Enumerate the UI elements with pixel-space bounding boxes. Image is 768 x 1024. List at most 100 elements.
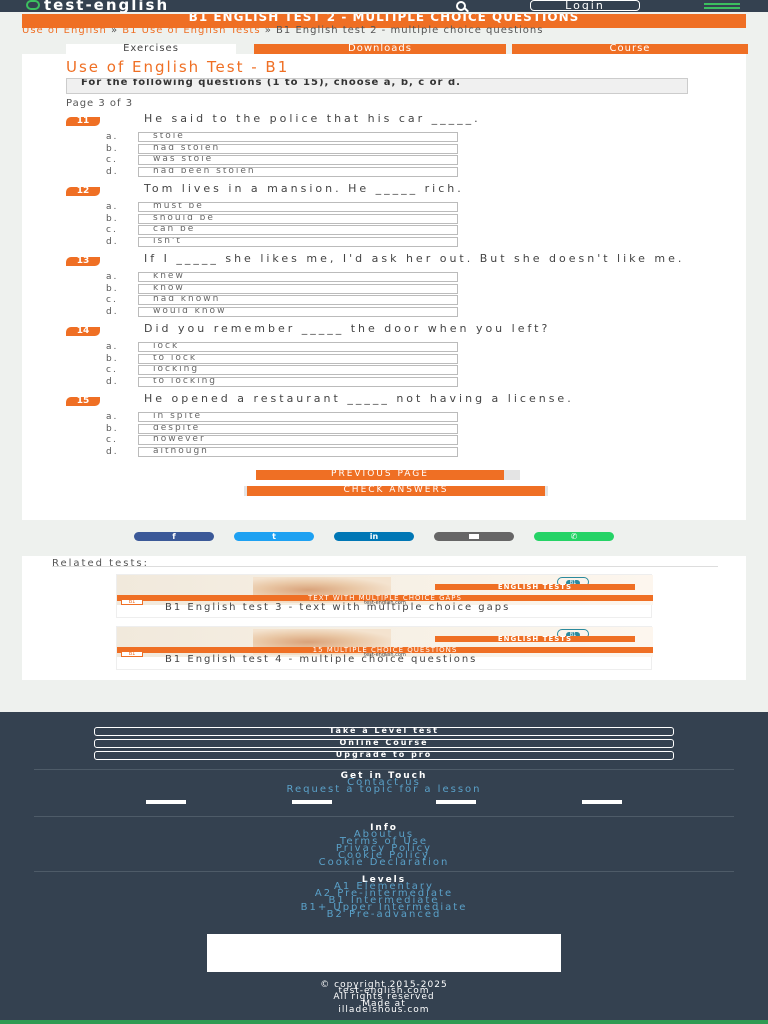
question-text: If I _____ she likes me, I'd ask her out…: [144, 252, 685, 265]
footer-link-terms[interactable]: Terms of Use: [339, 836, 429, 847]
answer-option[interactable]: a. knew: [66, 272, 466, 283]
page-banner: B1 ENGLISH TEST 2 - MULTIPLE CHOICE QUES…: [22, 14, 746, 28]
page-indicator: Page 3 of 3: [66, 98, 134, 109]
option-choice-box[interactable]: had been stolen: [138, 166, 458, 177]
footer-link-a1[interactable]: A1 Elementary: [334, 881, 434, 892]
level-test-button[interactable]: Take a Level test: [94, 727, 674, 736]
answer-option[interactable]: a. stole: [66, 132, 466, 143]
footer-link-b2[interactable]: B2 Pre-advanced: [326, 909, 442, 920]
share-twitter-button[interactable]: t: [234, 532, 314, 541]
answer-option[interactable]: c.can be: [66, 225, 466, 236]
footer-link-contact[interactable]: Contact us: [347, 777, 421, 788]
social-twitter-icon[interactable]: [292, 800, 332, 804]
option-choice-box[interactable]: although: [138, 446, 458, 457]
facebook-icon: f: [172, 532, 176, 541]
answer-option[interactable]: a. in spite: [66, 412, 466, 423]
question-header: Tom lives in a mansion. He _____ rich.12: [66, 183, 726, 200]
share-linkedin-button[interactable]: in: [334, 532, 414, 541]
answer-option[interactable]: c.however: [66, 435, 466, 446]
option-choice-box[interactable]: can be: [138, 225, 458, 235]
related-test-title[interactable]: B1 English test 4 - multiple choice ques…: [165, 654, 478, 665]
share-email-button[interactable]: [434, 532, 514, 541]
answer-option[interactable]: c.had known: [66, 295, 466, 306]
answer-option[interactable]: b.despite: [66, 423, 466, 435]
option-choice-box[interactable]: despite: [138, 423, 458, 434]
option-choice-box[interactable]: had stolen: [138, 143, 458, 154]
breadcrumb-link-use-of-english[interactable]: Use of English: [22, 25, 107, 36]
option-letter: a.: [106, 412, 119, 422]
option-choice-box[interactable]: to locking: [138, 376, 458, 387]
search-icon[interactable]: [456, 1, 466, 11]
share-facebook-button[interactable]: f: [134, 532, 214, 541]
option-letter: a.: [106, 132, 119, 142]
tab-course[interactable]: Course: [512, 44, 748, 54]
option-choice-box[interactable]: to lock: [138, 353, 458, 364]
answer-option[interactable]: b.know: [66, 283, 466, 295]
answer-option[interactable]: a.must be: [66, 202, 466, 213]
breadcrumb-separator: »: [106, 25, 123, 36]
answer-option[interactable]: d.had been stolen: [66, 166, 466, 178]
made-by-site[interactable]: illadelshous.com: [338, 1005, 430, 1015]
option-choice-box[interactable]: in spite: [138, 412, 458, 422]
footer-link-privacy[interactable]: Privacy Policy: [335, 843, 433, 854]
footer-link-cookie-policy[interactable]: Cookie Policy: [338, 850, 430, 861]
level-tag: B1: [121, 651, 143, 657]
checkmark-icon: [26, 0, 40, 10]
site-logo[interactable]: test-english: [26, 0, 169, 13]
option-choice-box[interactable]: must be: [138, 202, 458, 212]
answer-option[interactable]: d. isn't: [66, 236, 466, 248]
option-choice-box[interactable]: should be: [138, 213, 458, 224]
footer-link-about[interactable]: About us: [353, 829, 415, 840]
footer-link-b1[interactable]: B1 Intermediate: [328, 895, 440, 906]
upgrade-pro-button[interactable]: Upgrade to pro: [94, 751, 674, 760]
answer-option[interactable]: c.was stole: [66, 155, 466, 166]
social-instagram-icon[interactable]: [436, 800, 476, 804]
option-letter: a.: [106, 272, 119, 282]
social-facebook-icon[interactable]: [146, 800, 186, 804]
option-choice-box[interactable]: locking: [138, 365, 458, 375]
answer-option[interactable]: c.locking: [66, 365, 466, 376]
thumbnail-headline: ENGLISH TESTS: [435, 584, 635, 590]
question-15: He opened a restaurant _____ not having …: [66, 393, 726, 457]
previous-page-button[interactable]: PREVIOUS PAGE: [256, 470, 520, 480]
social-youtube-icon[interactable]: [582, 800, 622, 804]
tab-downloads[interactable]: Downloads: [254, 44, 506, 54]
answer-option[interactable]: a.lock: [66, 342, 466, 353]
answer-option[interactable]: b.to lock: [66, 353, 466, 365]
answer-option[interactable]: b.had stolen: [66, 143, 466, 155]
option-choice-box[interactable]: isn't: [138, 236, 458, 247]
option-letter: d.: [106, 236, 119, 247]
option-choice-box[interactable]: know: [138, 283, 458, 294]
option-choice-box[interactable]: knew: [138, 272, 458, 282]
footer-link-request-topic[interactable]: Request a topic for a lesson: [286, 784, 482, 795]
answer-option[interactable]: d.to locking: [66, 376, 466, 388]
breadcrumb-link-b1-tests[interactable]: B1 Use of English Tests: [122, 25, 261, 36]
footer-link-a2[interactable]: A2 Pre-intermediate: [314, 888, 454, 899]
option-choice-box[interactable]: would know: [138, 306, 458, 317]
answer-option[interactable]: b.should be: [66, 213, 466, 225]
related-tests-heading: Related tests:: [52, 558, 149, 569]
answer-option[interactable]: d.although: [66, 446, 466, 458]
instructions-box: For the following questions (1 to 15), c…: [66, 78, 688, 94]
tab-exercises[interactable]: Exercises: [66, 44, 236, 54]
option-choice-box[interactable]: was stole: [138, 155, 458, 165]
footer-link-cookie-declaration[interactable]: Cookie Declaration: [318, 857, 450, 868]
option-choice-box[interactable]: stole: [138, 132, 458, 142]
option-choice-box[interactable]: had known: [138, 295, 458, 305]
online-course-button[interactable]: Online Course: [94, 739, 674, 748]
answer-option[interactable]: d.would know: [66, 306, 466, 318]
check-answers-button[interactable]: CHECK ANSWERS: [244, 486, 548, 496]
mail-icon: [469, 534, 479, 539]
login-button[interactable]: Login: [530, 0, 640, 11]
footer-link-b1-plus[interactable]: B1+ Upper Intermediate: [300, 902, 468, 913]
hamburger-menu-icon[interactable]: [704, 3, 740, 9]
option-choice-box[interactable]: however: [138, 435, 458, 445]
option-choice-box[interactable]: lock: [138, 342, 458, 352]
related-test-title[interactable]: B1 English test 3 - text with multiple c…: [165, 602, 511, 613]
share-whatsapp-button[interactable]: ✆: [534, 532, 614, 541]
